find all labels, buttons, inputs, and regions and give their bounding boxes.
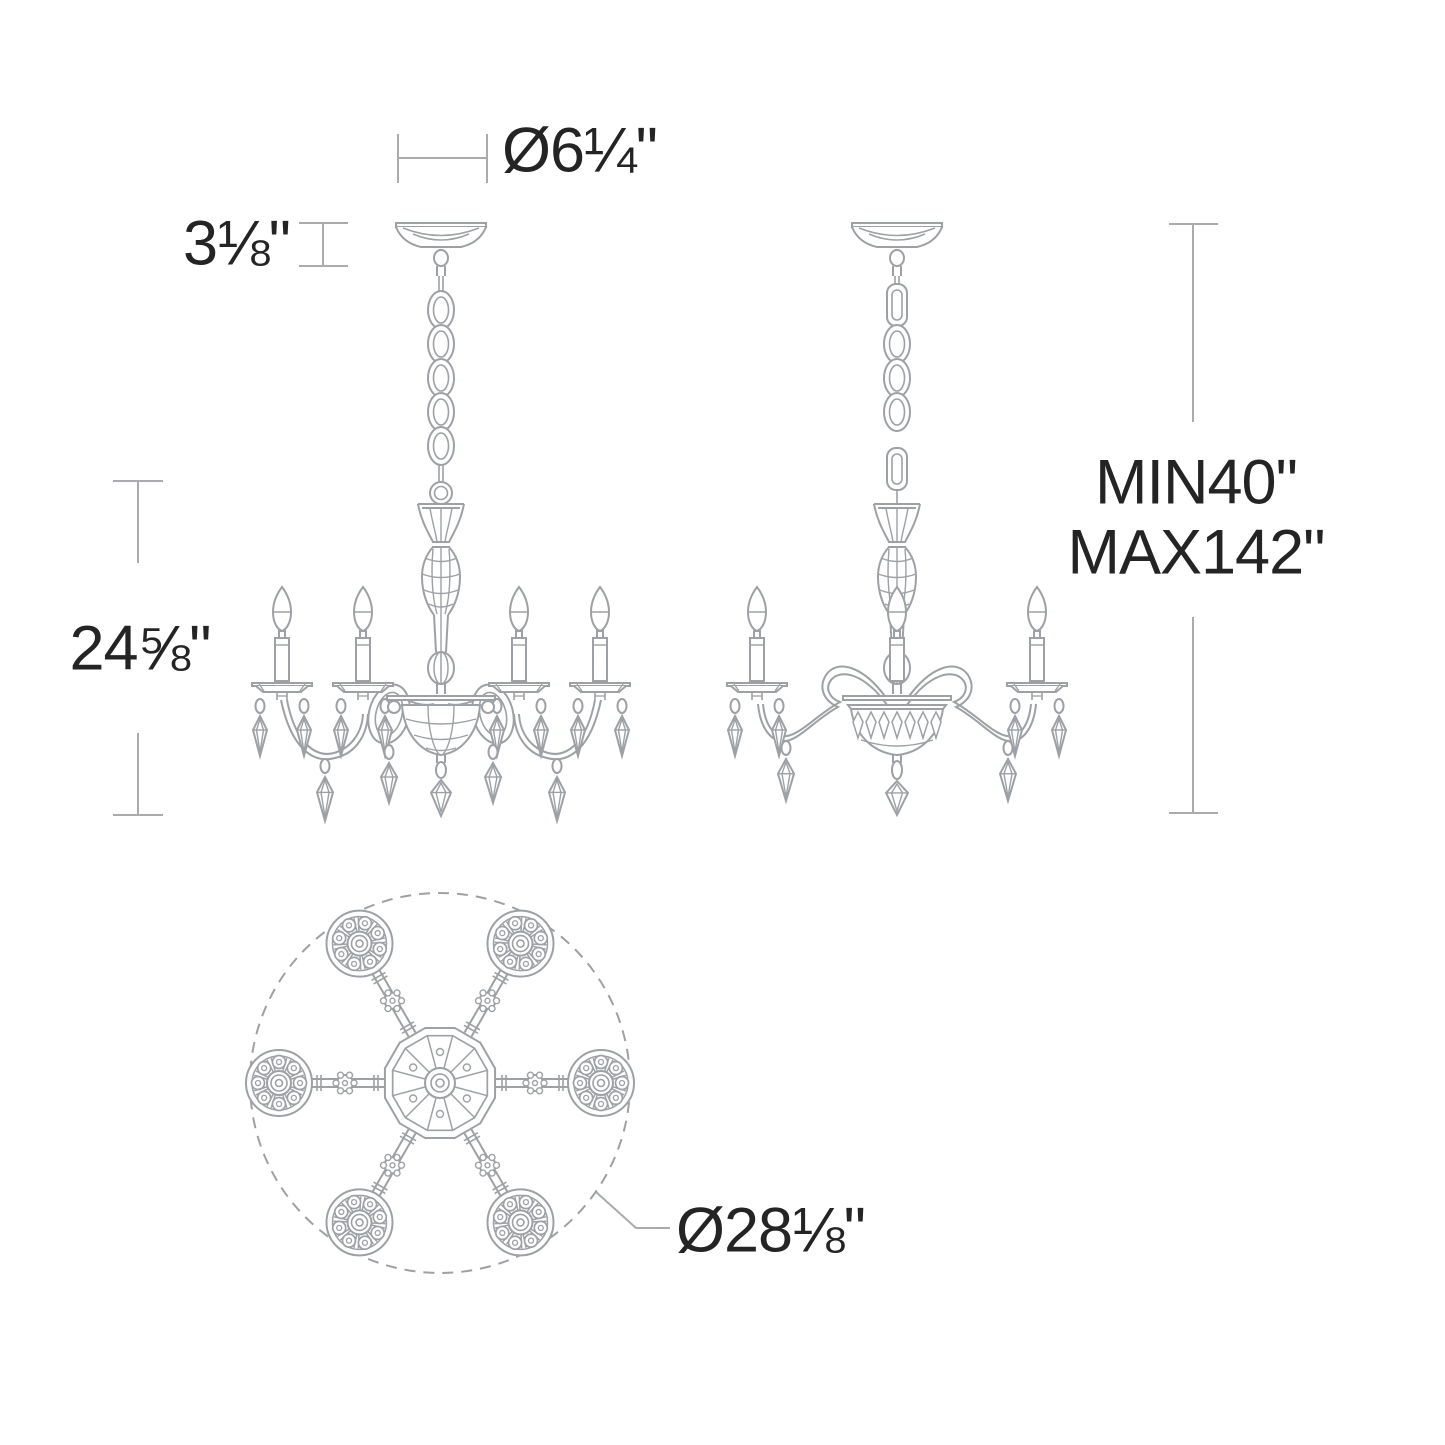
dimension-lines [113,134,1218,1229]
chandelier-front-view [251,222,631,825]
canopy-diameter-label: Ø6¼" [502,115,658,186]
overall-max-label: MAX142" [1067,517,1326,588]
chandelier-side-view [726,222,1068,818]
fixture-diameter-label: Ø28⅛" [676,1195,866,1266]
fixture-height-label: 24⅝" [69,613,212,684]
overall-min-label: MIN40" [1095,447,1298,518]
chandelier-top-view [245,892,635,1274]
canopy-height-label: 3⅛" [183,208,291,279]
